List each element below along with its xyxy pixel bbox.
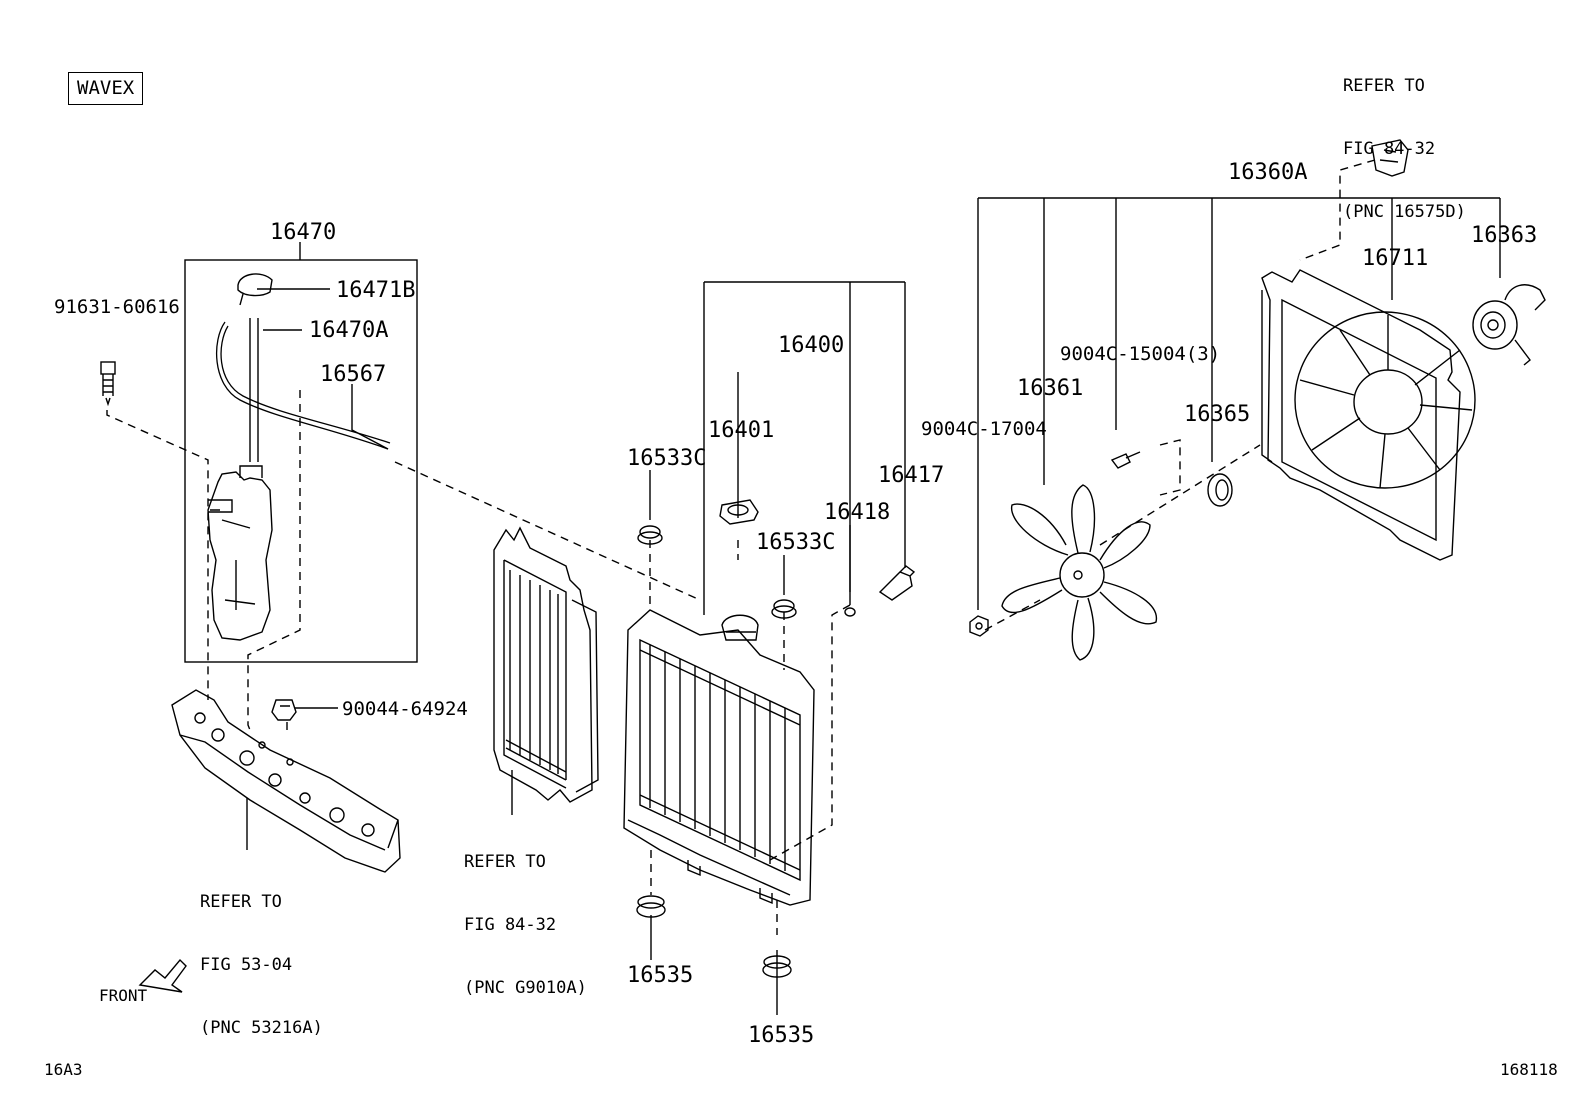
reference-condenser: REFER TO FIG 84-32 (PNC G9010A) [464, 810, 587, 1041]
reference-line: (PNC 16575D) [1343, 202, 1466, 222]
reference-line: FIG 84-32 [464, 915, 557, 935]
part-16567[interactable]: 16567 [320, 362, 387, 387]
part-16400[interactable]: 16400 [778, 333, 845, 358]
part-16535-left[interactable]: 16535 [627, 963, 694, 988]
reference-line: REFER TO [464, 852, 546, 872]
dashed-lines [106, 159, 1376, 935]
part-16471B[interactable]: 16471B [336, 278, 416, 303]
cushion-16535-art [636, 895, 792, 978]
part-16363[interactable]: 16363 [1471, 223, 1538, 248]
part-16401[interactable]: 16401 [708, 418, 775, 443]
part-16360A[interactable]: 16360A [1228, 160, 1308, 185]
figure-number: 168118 [1500, 1060, 1558, 1079]
reference-line: (PNC G9010A) [464, 978, 587, 998]
reference-support: REFER TO FIG 53-04 (PNC 53216A) [200, 850, 323, 1081]
part-16470[interactable]: 16470 [270, 220, 337, 245]
reference-line: REFER TO [200, 892, 282, 912]
fan-shroud-art [1261, 269, 1476, 561]
part-16365[interactable]: 16365 [1184, 402, 1251, 427]
sensor-art [844, 565, 916, 617]
part-16417[interactable]: 16417 [878, 463, 945, 488]
page-code: 16A3 [44, 1060, 83, 1079]
reference-line: FIG 53-04 [200, 955, 293, 975]
part-16535-right[interactable]: 16535 [748, 1023, 815, 1048]
fan-bracket-art [1371, 139, 1409, 177]
part-90044-64924[interactable]: 90044-64924 [342, 698, 468, 720]
part-16533C-lower[interactable]: 16533C [756, 530, 836, 555]
clip-90044-art [271, 699, 297, 721]
reference-line: (PNC 53216A) [200, 1018, 323, 1038]
part-9004C-15004[interactable]: 9004C-15004(3) [1060, 343, 1221, 365]
cooling-fan-art [1001, 484, 1157, 661]
shroud-seal-art [1207, 473, 1233, 507]
fan-nut-art [969, 615, 989, 637]
part-91631-60616[interactable]: 91631-60616 [54, 296, 180, 318]
bolt-91631-art [100, 361, 116, 407]
reservoir-tank-art [207, 273, 391, 641]
radiator-cap-art [719, 499, 759, 525]
reference-line: FIG 84-32 [1343, 139, 1436, 159]
part-16361[interactable]: 16361 [1017, 376, 1084, 401]
front-label: FRONT [99, 986, 148, 1005]
condenser-art [493, 526, 599, 803]
fan-screw-art [1110, 451, 1141, 469]
part-16533C-upper[interactable]: 16533C [627, 446, 707, 471]
part-16418[interactable]: 16418 [824, 500, 891, 525]
radiator-art [623, 609, 815, 906]
fan-motor-art [1472, 284, 1546, 366]
variant-tag: WAVEX [68, 72, 144, 105]
reference-line: REFER TO [1343, 76, 1425, 96]
part-9004C-17004[interactable]: 9004C-17004 [921, 418, 1047, 440]
leader-lines [184, 197, 1501, 1015]
part-16711[interactable]: 16711 [1362, 246, 1429, 271]
part-16470A[interactable]: 16470A [309, 318, 389, 343]
radiator-support-art [171, 689, 401, 873]
grommet-16533C-art [637, 525, 797, 619]
reference-fan-bracket: REFER TO FIG 84-32 (PNC 16575D) [1343, 34, 1466, 265]
front-arrow-icon [138, 958, 187, 993]
